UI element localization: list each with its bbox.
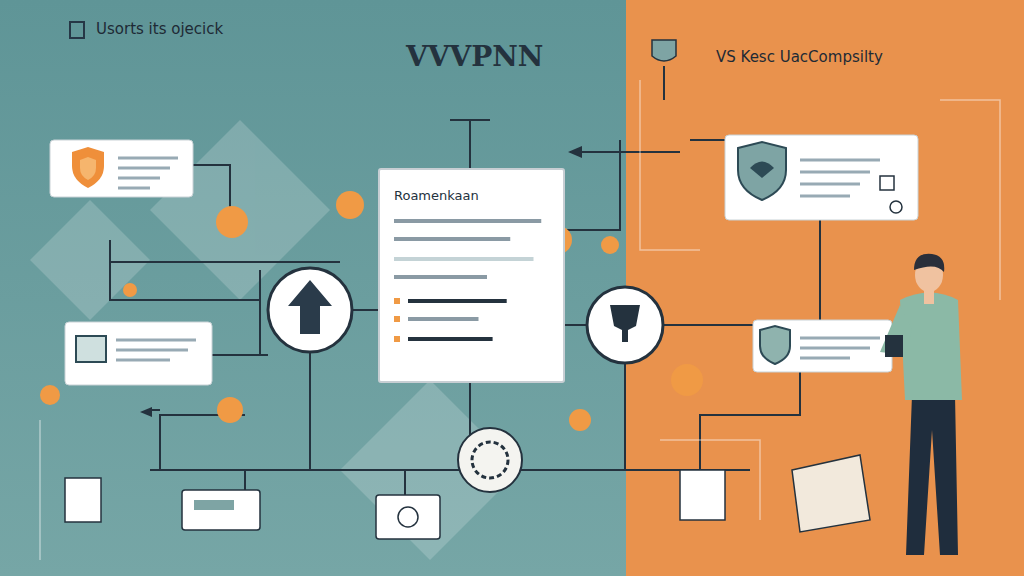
- panel-box: [50, 140, 193, 197]
- document-box: Roamenkaan: [378, 168, 565, 383]
- up-arrow: [288, 280, 332, 334]
- shield-icon: [72, 147, 104, 188]
- title: VVVPNN: [406, 40, 543, 73]
- text-lines: [394, 211, 549, 361]
- lock-circle: [587, 287, 663, 363]
- label: VS Kesc UacCompsilty: [716, 48, 883, 66]
- shield-icon: [80, 157, 96, 180]
- small-icon: [890, 201, 902, 213]
- laptop-icon: [194, 500, 234, 510]
- light-wires: [40, 80, 1000, 560]
- panel-box: [65, 322, 212, 385]
- text-lines: [800, 338, 880, 358]
- monitor-icon: [376, 495, 440, 539]
- gear-circle: [472, 442, 508, 478]
- map-icon: [792, 455, 870, 532]
- text-lines: [116, 340, 196, 360]
- doc-icon: [65, 478, 101, 522]
- panel-box: [753, 320, 892, 372]
- orange-gears: [40, 191, 703, 431]
- shield-icon: [760, 326, 790, 364]
- box-heading: Roamenkaan: [394, 188, 549, 203]
- shield-icon: [652, 40, 676, 61]
- teal-ground: [0, 0, 626, 576]
- text-lines: [118, 158, 178, 188]
- shield-icon: [750, 162, 774, 179]
- panel-icon: [76, 336, 106, 362]
- arrow-circle: [268, 268, 352, 352]
- arrow-head: [568, 146, 582, 158]
- person-figure: [880, 254, 962, 555]
- arrow-head: [140, 407, 152, 417]
- doc-icon: [680, 470, 725, 520]
- arrow-line: [570, 151, 680, 153]
- small-icon: [880, 176, 894, 190]
- key-icon: [610, 305, 640, 342]
- label: Usorts its ojecick: [96, 20, 223, 38]
- monitor-icon: [398, 507, 418, 527]
- orange-ground: [626, 0, 1024, 576]
- gear-circle: [458, 428, 522, 492]
- text-lines: [800, 160, 880, 196]
- wires: [110, 120, 820, 495]
- laptop-icon: [182, 490, 260, 530]
- doc-icon: [70, 22, 84, 38]
- pin-line: [663, 66, 665, 100]
- shield-icon: [738, 142, 786, 200]
- panel-box: [725, 135, 918, 220]
